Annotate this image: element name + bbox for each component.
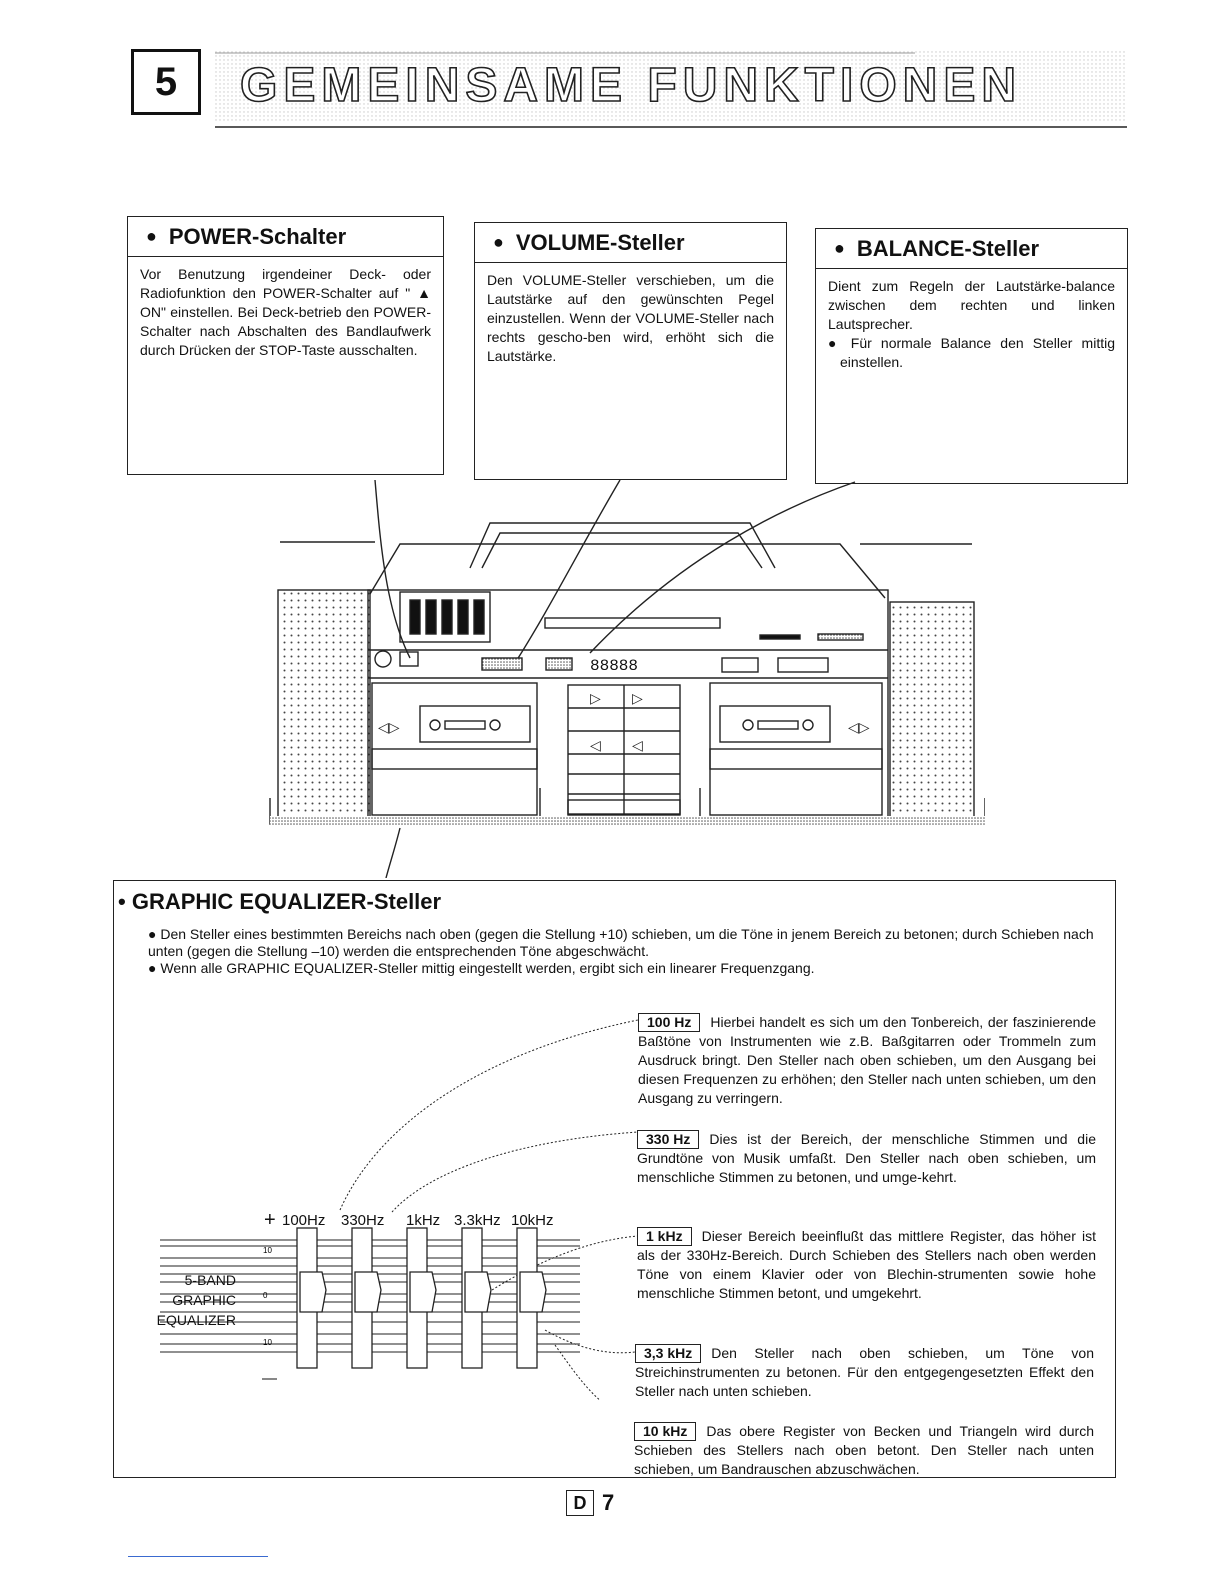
device-display: 88888: [590, 657, 638, 675]
svg-text:▷: ▷: [590, 691, 601, 707]
eq-freq-label: 1kHz: [406, 1212, 441, 1229]
svg-text:◁▷: ◁▷: [378, 720, 400, 736]
eq-device-label-line: GRAPHIC: [172, 1292, 236, 1308]
stereo-device-illustration: 88888 ◁▷ ◁▷ ▷ ▷ ◁ ◁: [269, 479, 985, 878]
eq-minus-sign: —: [262, 1370, 277, 1387]
eq-scale-bottom: 10: [263, 1338, 272, 1347]
equalizer-intro-text: Wenn alle GRAPHIC EQUALIZER-Steller mitt…: [160, 960, 815, 976]
equalizer-heading: • GRAPHIC EQUALIZER-Steller: [118, 889, 441, 915]
balance-bullet: ● Für normale Balance den Steller mittig…: [828, 335, 1115, 370]
power-switch-heading: ● POWER-Schalter: [128, 217, 443, 257]
page-footer: D 7: [566, 1490, 614, 1516]
equalizer-intro: ● Den Steller eines bestimmten Bereichs …: [148, 926, 1108, 977]
power-heading-text: POWER-Schalter: [168, 223, 347, 249]
balance-heading-text: BALANCE-Steller: [856, 235, 1040, 261]
footer-divider: [128, 1556, 268, 1557]
equalizer-intro-text: Den Steller eines bestimmten Bereichs na…: [148, 926, 1094, 959]
volume-control-box: ● VOLUME-Steller Den VOLUME-Steller vers…: [474, 222, 787, 480]
bullet-icon: ●: [493, 232, 504, 252]
eq-plus-sign: +: [264, 1209, 276, 1231]
volume-control-heading: ● VOLUME-Steller: [475, 223, 786, 263]
band-tag: 3,3 kHz: [635, 1344, 702, 1363]
volume-description: Den VOLUME-Steller verschieben, um die L…: [487, 272, 774, 364]
volume-heading-text: VOLUME-Steller: [515, 229, 685, 255]
eq-freq-label: 3.3kHz: [454, 1212, 501, 1229]
svg-text:▷: ▷: [632, 691, 643, 707]
band-tag: 100 Hz: [638, 1013, 701, 1032]
equalizer-heading-text: GRAPHIC EQUALIZER-Steller: [131, 889, 442, 914]
svg-text:◁▷: ◁▷: [848, 720, 870, 736]
svg-text:◁: ◁: [632, 738, 643, 754]
balance-control-box: ● BALANCE-Steller Dient zum Regeln der L…: [815, 228, 1128, 484]
band-tag: 1 kHz: [637, 1227, 692, 1246]
eq-scale-top: 10: [263, 1246, 272, 1255]
svg-text:◁: ◁: [590, 738, 601, 754]
volume-control-text: Den VOLUME-Steller verschieben, um die L…: [487, 271, 774, 366]
eq-device-label: 5-BAND GRAPHIC EQUALIZER: [150, 1270, 236, 1330]
language-badge: D: [566, 1490, 594, 1516]
chapter-title: GEMEINSAME FUNKTIONEN: [239, 58, 1023, 113]
chapter-number: 5: [131, 49, 201, 115]
eq-freq-label: 100Hz: [282, 1212, 326, 1229]
equalizer-intro-line: ● Den Steller eines bestimmten Bereichs …: [148, 926, 1094, 959]
band-tag: 10 kHz: [634, 1422, 697, 1441]
power-switch-box: ● POWER-Schalter Vor Benutzung irgendein…: [127, 216, 444, 475]
band-tag: 330 Hz: [637, 1130, 700, 1149]
bullet-icon: ●: [834, 238, 845, 258]
band-text: Den Steller nach oben schieben, um Töne …: [635, 1345, 1094, 1399]
equalizer-section-box: [113, 880, 1116, 1478]
power-switch-text: Vor Benutzung irgendeiner Deck- oder Rad…: [140, 265, 431, 360]
bullet-icon: •: [118, 889, 132, 914]
chapter-title-band: [215, 51, 1127, 128]
equalizer-slider-illustration: 10 0 10: [160, 1019, 639, 1400]
eq-scale-mid: 0: [263, 1291, 268, 1300]
eq-slider-knobs: [299, 1271, 547, 1313]
eq-device-label-line: 5-BAND: [184, 1272, 236, 1288]
band-text: Dies ist der Bereich, der menschliche St…: [637, 1131, 1096, 1185]
bullet-icon: ●: [146, 226, 157, 246]
eq-freq-label: 330Hz: [341, 1212, 385, 1229]
eq-device-label-line: EQUALIZER: [156, 1312, 236, 1328]
balance-control-text: Dient zum Regeln der Lautstärke-balance …: [828, 277, 1115, 372]
band-text: Dieser Bereich beeinflußt das mittlere R…: [637, 1228, 1096, 1301]
balance-description: Dient zum Regeln der Lautstärke-balance …: [828, 278, 1115, 332]
eq-freq-label: 10kHz: [511, 1212, 554, 1229]
page-number: 7: [602, 1490, 615, 1515]
equalizer-intro-line: ● Wenn alle GRAPHIC EQUALIZER-Steller mi…: [148, 960, 815, 976]
power-description: Vor Benutzung irgendeiner Deck- oder Rad…: [140, 266, 431, 358]
band-text: Das obere Register von Becken und Triang…: [634, 1423, 1094, 1477]
balance-control-heading: ● BALANCE-Steller: [816, 229, 1127, 269]
balance-bullet-text: Für normale Balance den Steller mittig e…: [840, 335, 1115, 370]
band-text: Hierbei handelt es sich um den Tonbereic…: [638, 1014, 1096, 1106]
